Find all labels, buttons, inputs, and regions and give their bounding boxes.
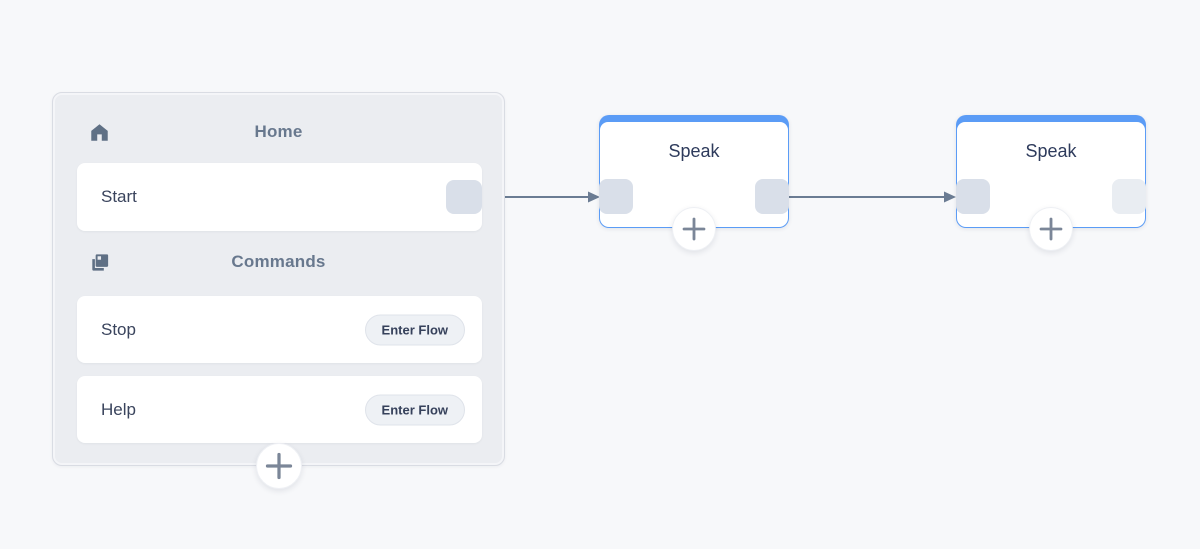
command-block-stop[interactable]: Stop Enter Flow	[77, 296, 482, 363]
speak-node-2[interactable]: Speak	[956, 115, 1146, 251]
enter-flow-button-stop[interactable]: Enter Flow	[364, 314, 465, 345]
commands-title: Commands	[231, 252, 326, 271]
speak-2-in-port[interactable]	[956, 179, 990, 214]
enter-flow-button-help[interactable]: Enter Flow	[364, 394, 465, 425]
add-step-button-speak-2[interactable]	[1029, 207, 1073, 251]
plus-icon	[265, 452, 292, 480]
speak-node-1[interactable]: Speak	[599, 115, 789, 251]
arrowhead-icon	[944, 191, 956, 203]
home-title: Home	[254, 122, 303, 141]
command-block-help[interactable]: Help Enter Flow	[77, 376, 482, 443]
start-block[interactable]: Start	[77, 163, 482, 231]
start-block-label: Start	[101, 187, 137, 206]
command-label: Stop	[101, 319, 136, 339]
home-header: Home	[53, 115, 504, 149]
home-icon	[87, 120, 111, 144]
plus-icon	[1039, 217, 1063, 241]
commands-header: Commands	[53, 245, 504, 279]
home-block-panel[interactable]: Home Start Commands Stop Enter Flow Help…	[52, 92, 505, 489]
plus-icon	[682, 217, 706, 241]
edge-speak1-to-speak2[interactable]	[778, 191, 956, 203]
add-command-button[interactable]	[255, 443, 302, 489]
layers-icon	[87, 250, 111, 274]
speak-2-out-port[interactable]	[1112, 179, 1146, 214]
command-label: Help	[101, 399, 136, 419]
node-title: Speak	[1025, 141, 1077, 161]
add-step-button-speak-1[interactable]	[672, 207, 716, 251]
node-title: Speak	[668, 141, 720, 161]
speak-1-in-port[interactable]	[599, 179, 633, 214]
speak-1-out-port[interactable]	[755, 179, 789, 214]
start-out-port[interactable]	[446, 180, 482, 214]
